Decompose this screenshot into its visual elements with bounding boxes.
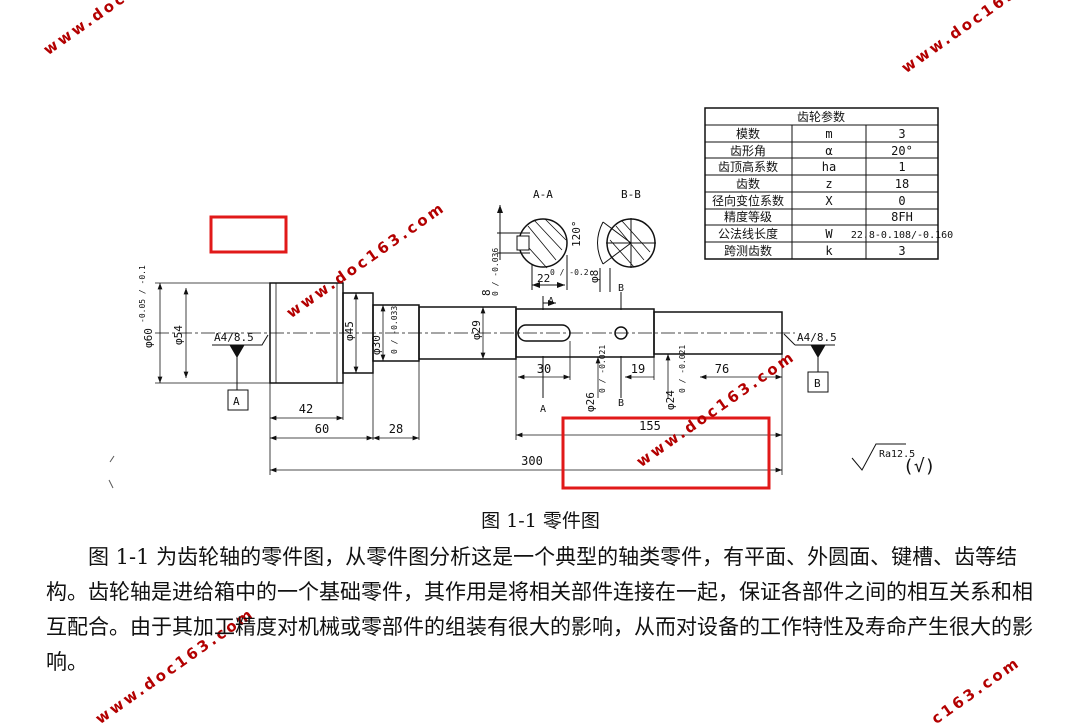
dim-l28: 28 [389, 422, 403, 436]
cut-label-a-top: A [548, 296, 554, 307]
gear-row-3-symbol: z [825, 177, 832, 191]
dim-d24-tol: 0 / -0.021 [678, 345, 687, 393]
length-dimension-lines [269, 341, 783, 475]
gear-row-4-value: 0 [898, 194, 905, 208]
gear-row-4-symbol: X [825, 194, 833, 208]
gear-row-5-name: 精度等级 [724, 209, 772, 224]
roughness-symbol [851, 443, 906, 471]
section-label-aa: A-A [533, 188, 553, 201]
dim-key8-tol: 0 / -0.036 [491, 248, 500, 296]
dim-l300: 300 [521, 454, 543, 468]
gear-row-1-symbol: α [825, 144, 832, 158]
dim-d30: φ30 [370, 335, 383, 355]
dim-l42: 42 [299, 402, 313, 416]
roughness-general-symbol: (√) [903, 456, 936, 477]
gear-row-1-value: 20° [891, 144, 913, 158]
cut-label-a-bottom: A [540, 404, 546, 415]
dim-w22: 22 [537, 272, 550, 285]
highlight-box-dimension-155 [561, 416, 771, 490]
gear-row-0-value: 3 [898, 127, 905, 141]
gear-parameter-table [704, 107, 939, 260]
gear-row-7-value: 3 [898, 244, 905, 258]
gear-row-7-symbol: k [825, 244, 833, 258]
dim-d26-tol: 0 / -0.021 [598, 345, 607, 393]
figure-caption: 图 1-1 零件图 [481, 510, 600, 532]
dim-d8: φ8 [588, 270, 601, 283]
gear-row-2-name: 齿顶高系数 [718, 159, 778, 174]
section-view-bb [597, 218, 656, 292]
highlight-box-left [209, 215, 288, 254]
dim-l60: 60 [315, 422, 329, 436]
datum-symbols [212, 333, 835, 411]
datum-box-a: A [233, 395, 240, 408]
gear-row-0-symbol: m [825, 127, 832, 141]
gear-table-title: 齿轮参数 [797, 109, 845, 124]
roughness-value: Ra12.5 [879, 449, 915, 460]
body-paragraph: 图 1-1 为齿轮轴的零件图，从零件图分析这是一个典型的轴类零件，有平面、外圆面… [46, 545, 1033, 674]
dim-d26: φ26 [584, 392, 597, 412]
dim-d60-tol: -0.05 / -0.1 [138, 265, 147, 323]
datum-text-right: A4/8.5 [797, 331, 837, 344]
cut-label-b-top: B [618, 283, 624, 294]
gear-row-6-value: 22.8-0.108/-0.160 [851, 230, 953, 241]
section-view-aa [497, 205, 568, 290]
datum-box-b: B [814, 377, 821, 390]
cut-label-b-bottom: B [618, 398, 624, 409]
dim-angle-120: 120° [570, 221, 583, 248]
section-label-bb: B-B [621, 188, 641, 201]
dim-d30-tol: 0 / -0.033 [390, 306, 399, 354]
dim-l19: 19 [631, 362, 645, 376]
diameter-dimension-lines [155, 282, 671, 398]
margin-marks [108, 455, 115, 489]
datum-text-left: A4/8.5 [214, 331, 254, 344]
gear-row-4-name: 径向变位系数 [712, 193, 784, 208]
dim-d29: φ29 [470, 320, 483, 340]
gear-row-2-value: 1 [898, 160, 905, 174]
gear-row-6-symbol: W [825, 227, 833, 241]
gear-row-1-name: 齿形角 [730, 144, 766, 158]
gear-row-3-value: 18 [895, 177, 909, 191]
gear-row-3-name: 齿数 [736, 176, 760, 191]
shaft-main-view [155, 282, 795, 384]
section-cut-marks [542, 292, 622, 398]
dim-w22-tol: 0 / -0.2 [550, 268, 589, 277]
gear-row-5-value: 8FH [891, 210, 913, 224]
dim-l30: 30 [537, 362, 551, 376]
gear-row-6-name: 公法线长度 [718, 226, 778, 241]
dim-l155: 155 [639, 419, 661, 433]
gear-row-0-name: 模数 [736, 126, 760, 141]
dim-d24: φ24 [664, 390, 677, 410]
gear-row-7-name: 跨测齿数 [724, 243, 772, 258]
dim-l76: 76 [715, 362, 729, 376]
gear-row-2-symbol: ha [822, 160, 836, 174]
dim-d60: φ60 [142, 328, 155, 348]
dim-key8: 8 [480, 289, 493, 296]
dim-d54: φ54 [172, 325, 185, 345]
dim-d45: φ45 [343, 321, 356, 341]
